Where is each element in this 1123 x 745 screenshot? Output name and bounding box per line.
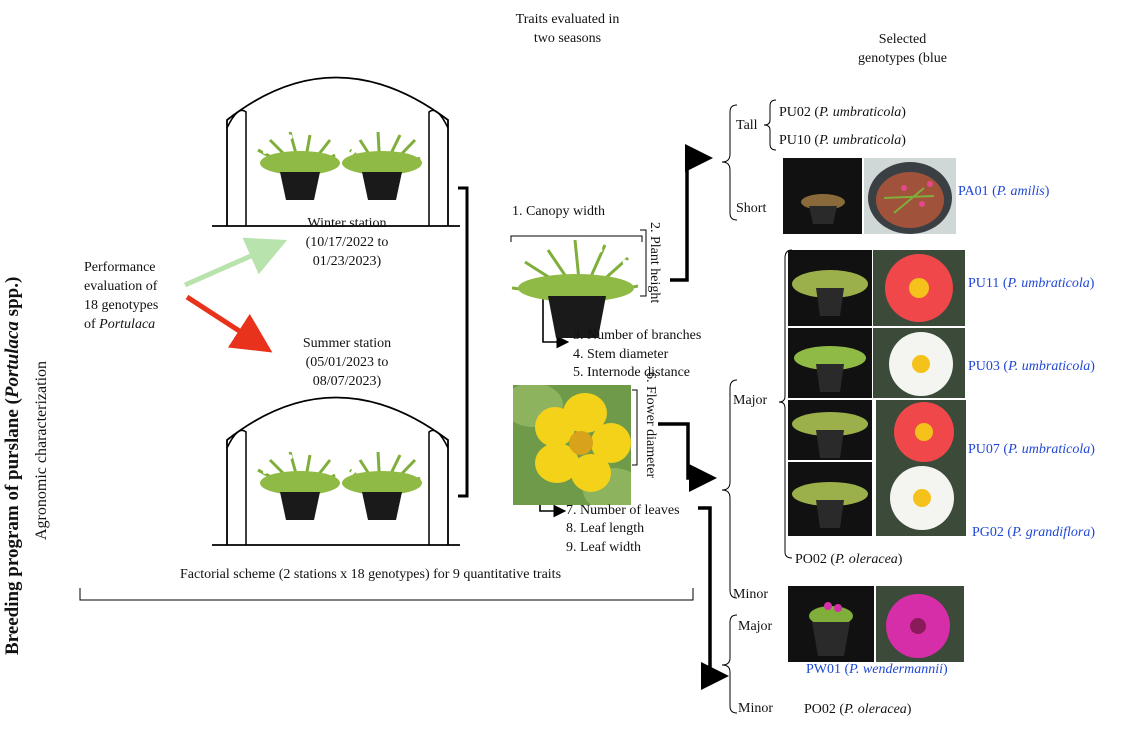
- yellow-flower-photo: [513, 385, 631, 505]
- factorial-caption: Factorial scheme (2 stations x 18 genoty…: [180, 567, 562, 582]
- genotype-po02-leaves: PO02 (P. oleracea): [804, 702, 912, 717]
- genotype-pu03: PU03 (P. umbraticola): [968, 359, 1095, 374]
- trait-leaf-width: 9. Leaf width: [566, 540, 642, 555]
- height-arrow: [670, 144, 713, 282]
- group-tall: Tall: [736, 118, 758, 133]
- pu11-plant-photo: [788, 250, 872, 326]
- trait-plant-height: 2. Plant height: [647, 222, 662, 304]
- program-title: Breeding program of purslane (Portulaca …: [2, 276, 23, 655]
- pa01-plant-photo: [783, 158, 862, 234]
- measured-plant-icon: [511, 239, 639, 338]
- station-bracket: [458, 186, 469, 498]
- genotype-pw01: PW01 (P. wendermannii): [806, 662, 948, 677]
- trait-number-of-branches: 3. Number of branches: [573, 328, 702, 343]
- pw01-plant-photo: [788, 586, 874, 662]
- pu11-flower-photo: [873, 250, 965, 326]
- winter-arrow: [183, 237, 288, 288]
- genotype-pu07: PU07 (P. umbraticola): [968, 442, 1095, 457]
- leaves-brace: [721, 614, 738, 714]
- potted-plant-icon: [342, 451, 422, 520]
- pa01-flower-photo: [864, 158, 956, 234]
- genotype-pg02: PG02 (P. grandiflora): [972, 525, 1096, 540]
- group-major-flower: Major: [733, 393, 768, 408]
- canopy-width-bracket: [510, 235, 643, 242]
- greenhouse-summer: [212, 396, 460, 546]
- potted-plant-icon: [257, 131, 340, 200]
- height-brace: [721, 104, 738, 221]
- trait-number-of-leaves: 7. Number of leaves: [566, 503, 680, 518]
- trait-internode-distance: 5. Internode distance: [573, 365, 691, 380]
- flower-brace: [721, 379, 738, 599]
- pu07-flower-photo: [876, 400, 966, 462]
- factorial-bracket: [79, 588, 694, 601]
- pg02-flower-photo: [876, 462, 966, 536]
- pu03-plant-photo: [788, 328, 872, 398]
- flower-arrow: [658, 422, 717, 492]
- major-flower-brace: [778, 249, 793, 559]
- performance-text: Performance evaluation of 18 genotypes o…: [84, 260, 159, 332]
- pg02-plant-photo: [788, 462, 872, 536]
- plant-height-bracket: [640, 229, 647, 297]
- genotype-pu02: PU02 (P. umbraticola): [779, 105, 906, 120]
- program-subtitle: Agronomic characterization: [33, 360, 50, 540]
- summer-arrow: [185, 294, 273, 353]
- trait-stem-diameter: 4. Stem diameter: [573, 347, 669, 362]
- genotype-pu10: PU10 (P. umbraticola): [779, 133, 906, 148]
- group-short: Short: [736, 201, 767, 216]
- greenhouse-winter: [212, 76, 460, 227]
- trait-canopy-width: 1. Canopy width: [512, 204, 605, 219]
- group-minor-flower: Minor: [733, 587, 768, 602]
- genotype-pu11: PU11 (P. umbraticola): [968, 276, 1095, 291]
- genotype-pa01: PA01 (P. amilis): [958, 184, 1050, 199]
- trait-leaf-length: 8. Leaf length: [566, 521, 645, 536]
- flower-diameter-bracket: [632, 389, 638, 466]
- group-minor-leaves: Minor: [738, 701, 773, 716]
- branches-connector: [542, 287, 570, 349]
- genotype-po02-flower: PO02 (P. oleracea): [795, 552, 903, 567]
- group-major-leaves: Major: [738, 619, 773, 634]
- potted-plant-icon: [257, 451, 340, 520]
- pu03-flower-photo: [873, 328, 965, 398]
- pw01-flower-photo: [876, 586, 964, 662]
- potted-plant-icon: [342, 131, 422, 200]
- tall-brace: [763, 99, 777, 151]
- trait-flower-diameter: 6. Flower diameter: [643, 372, 658, 479]
- pu07-plant-photo: [788, 400, 872, 460]
- leaves-arrow: [698, 506, 729, 690]
